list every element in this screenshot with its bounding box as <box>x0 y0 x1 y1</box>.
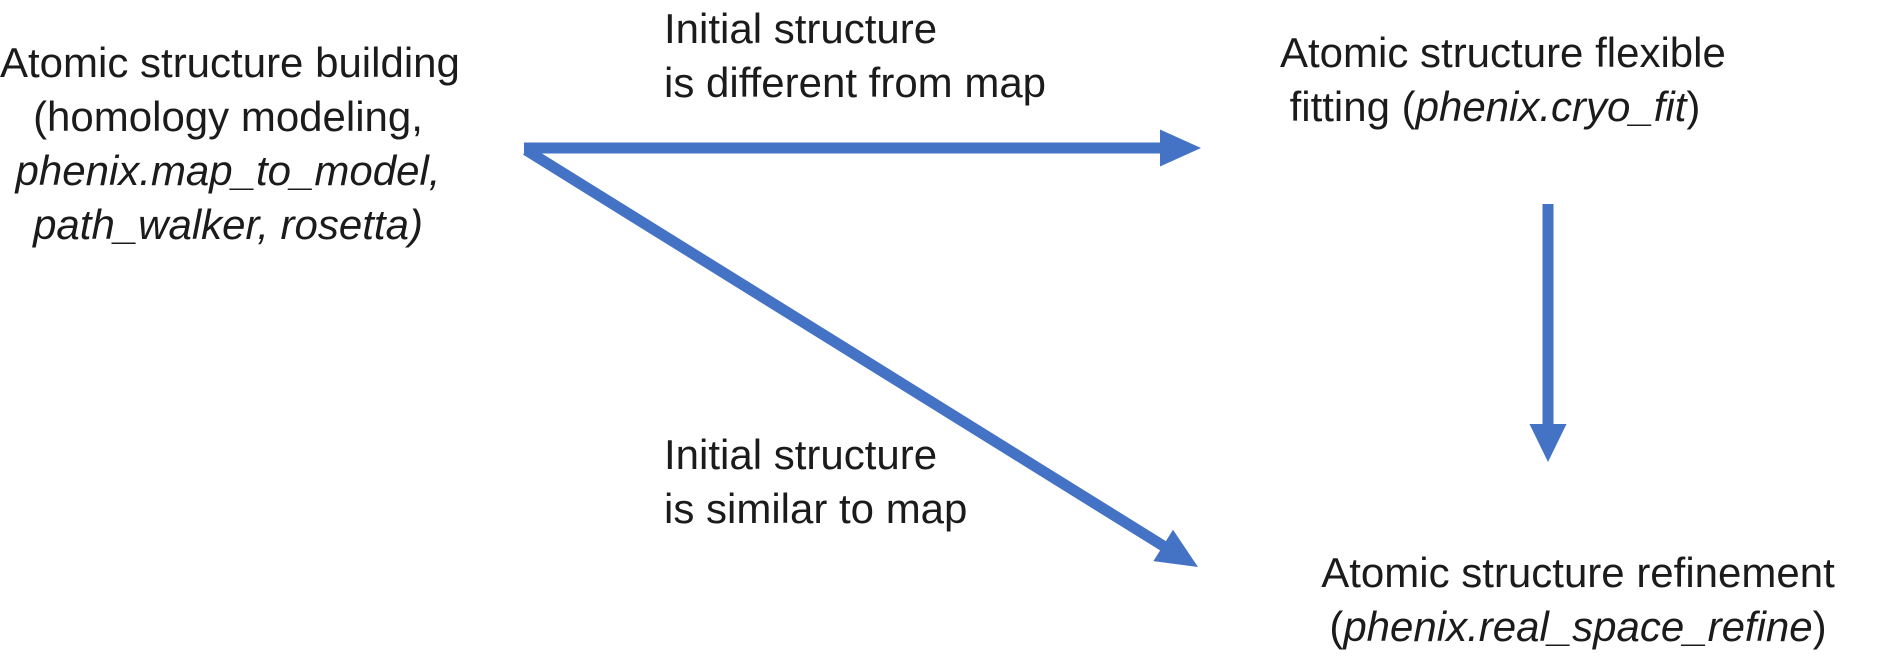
node-flexible-fitting-line2: fitting (phenix.cryo_fit) <box>1280 80 1710 134</box>
arrow-different-path <box>524 129 1201 167</box>
edge-label-different-line2: is different from map <box>664 59 1047 106</box>
arrow-different-head-icon <box>1160 129 1201 167</box>
edge-label-similar: Initial structure is similar to map <box>664 428 967 536</box>
node-structure-building-line2: (homology modeling, <box>33 93 423 140</box>
node-flexible-fitting-line2-command: phenix.cryo_fit <box>1415 83 1687 130</box>
node-structure-building: Atomic structure building (homology mode… <box>0 36 460 252</box>
node-refinement-line2-post: ) <box>1812 603 1827 650</box>
arrow-similar-head-icon <box>1153 529 1198 567</box>
node-refinement-line2-command: phenix.real_space_refine <box>1343 603 1813 650</box>
node-refinement-line1: Atomic structure refinement <box>1321 549 1835 596</box>
node-refinement-line2: (phenix.real_space_refine) <box>1258 600 1884 654</box>
node-flexible-fitting: Atomic structure flexible fitting (pheni… <box>1280 26 1726 134</box>
edge-label-different-line1: Initial structure <box>664 5 938 52</box>
node-refinement: Atomic structure refinement (phenix.real… <box>1258 546 1884 654</box>
edge-label-different: Initial structure is different from map <box>664 2 1046 110</box>
edge-label-similar-line2: is similar to map <box>664 485 968 532</box>
node-flexible-fitting-line1: Atomic structure flexible <box>1280 29 1726 76</box>
edge-label-similar-line1: Initial structure <box>664 431 938 478</box>
node-structure-building-line3: phenix.map_to_model, <box>15 147 441 194</box>
node-structure-building-line1: Atomic structure building <box>0 39 460 86</box>
node-flexible-fitting-line2-post: ) <box>1686 83 1701 130</box>
arrow-fit-to-refine-head-icon <box>1529 424 1567 462</box>
node-refinement-line2-pre: ( <box>1329 603 1344 650</box>
node-flexible-fitting-line2-pre: fitting ( <box>1289 83 1416 130</box>
arrow-similar-shaft <box>523 145 1168 552</box>
node-structure-building-line4: path_walker, rosetta) <box>33 201 423 248</box>
arrow-similar-path <box>523 145 1198 567</box>
arrow-fit-to-refine-path <box>1529 204 1567 462</box>
